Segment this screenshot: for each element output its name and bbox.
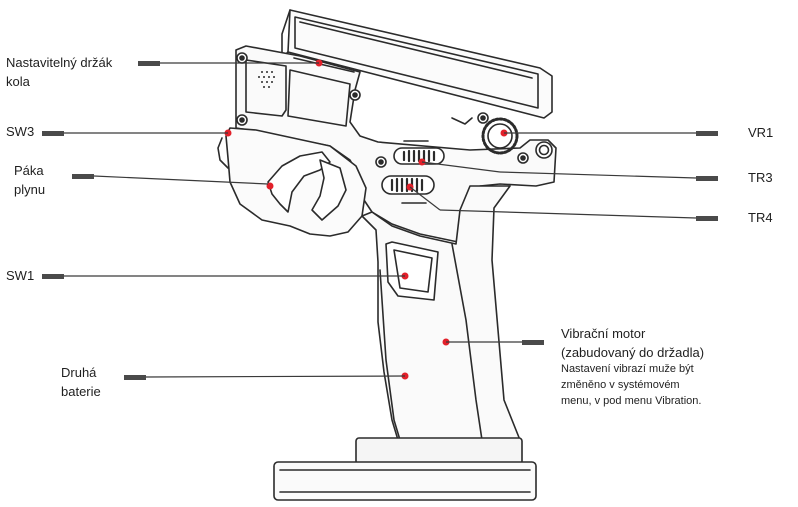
speaker-grille — [258, 71, 275, 88]
label-vr1: VR1 — [748, 125, 774, 140]
base-plate — [273, 437, 537, 501]
label-throttle-line1: Páka — [14, 163, 44, 178]
vibration-note-line3: menu, v pod menu Vibration. — [561, 395, 702, 407]
vr1-knob — [451, 117, 553, 159]
label-wheel-holder: Nastavitelný držák kola — [6, 53, 112, 91]
label-vibration-line1: Vibrační motor — [561, 326, 646, 341]
label-vibration-line2: (zabudovaný do držadla) — [561, 345, 705, 360]
label-wheel-holder-line2: kola — [6, 74, 30, 89]
pointer-blocks — [42, 61, 718, 380]
label-throttle: Páka plynu — [14, 161, 45, 199]
label-sw1: SW1 — [6, 268, 35, 283]
vibration-note: Nastavení vibrazí muže být změněno v sys… — [561, 361, 701, 409]
vibration-note-line2: změněno v systémovém — [561, 379, 680, 391]
label-throttle-line2: plynu — [14, 182, 46, 197]
vibration-note-line1: Nastavení vibrazí muže být — [561, 363, 694, 375]
label-battery-line1: Druhá — [61, 365, 97, 380]
leader-lines — [64, 62, 697, 378]
label-tr4: TR4 — [748, 210, 773, 225]
throttle-wheel — [217, 127, 367, 237]
upper-body — [235, 45, 557, 243]
screen-housing — [281, 9, 553, 119]
label-wheel-holder-line1: Nastavitelný držák — [6, 55, 113, 70]
label-vibration: Vibrační motor (zabudovaný do držadla) — [561, 324, 704, 362]
label-sw3: SW3 — [6, 124, 35, 139]
label-battery-line2: baterie — [61, 384, 101, 399]
label-tr3: TR3 — [748, 170, 773, 185]
label-battery: Druhá baterie — [61, 363, 101, 401]
